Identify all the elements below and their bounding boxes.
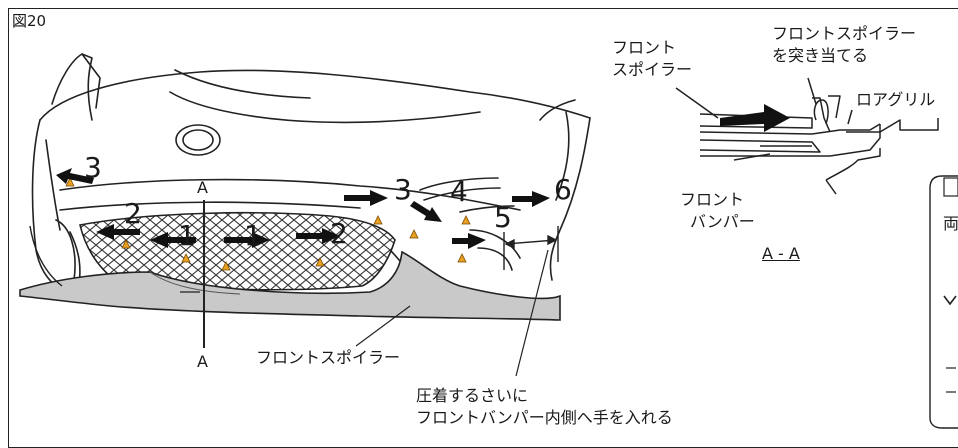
section-bumper-label-2: バンパー: [690, 212, 755, 231]
step-number-6: 6: [554, 173, 572, 206]
step-number-3-right: 3: [394, 173, 412, 206]
section-mark-top: A: [197, 178, 208, 197]
step-number-2-right: 2: [330, 217, 348, 250]
crimp-note-line1: 圧着するさいに: [416, 386, 529, 405]
lower-grille-label: ロアグリル: [856, 90, 936, 109]
side-panel-char: 両: [943, 214, 958, 233]
clip-markers: [65, 177, 471, 271]
section-bumper-label-1: フロント: [680, 190, 745, 209]
section-spoiler-label-1: フロント: [612, 38, 677, 57]
figure-label: 図20: [12, 12, 47, 30]
section-mark-bottom: A: [197, 352, 208, 371]
butt-label-2: を突き当てる: [772, 46, 869, 65]
push-arrows: [56, 168, 550, 249]
section-caption: A - A: [762, 244, 800, 263]
front-spoiler-callout: フロントスポイラー: [256, 348, 401, 367]
butt-label-1: フロントスポイラー: [772, 24, 917, 43]
section-view-drawing: [675, 77, 939, 195]
step-number-4: 4: [450, 175, 468, 208]
inset-box-edge: [929, 175, 958, 429]
step-number-5: 5: [494, 201, 512, 234]
front-spoiler-shape: [19, 250, 561, 321]
step-number-2-left: 2: [124, 197, 142, 230]
crimp-note-line2: フロントバンパー内側へ手を入れる: [416, 408, 673, 427]
section-spoiler-label-2: スポイラー: [612, 60, 693, 79]
step-number-1-left: 1: [178, 219, 196, 252]
bumper-illustration: [19, 53, 958, 429]
step-number-3-left: 3: [84, 151, 102, 184]
step-number-1-right: 1: [244, 219, 262, 252]
